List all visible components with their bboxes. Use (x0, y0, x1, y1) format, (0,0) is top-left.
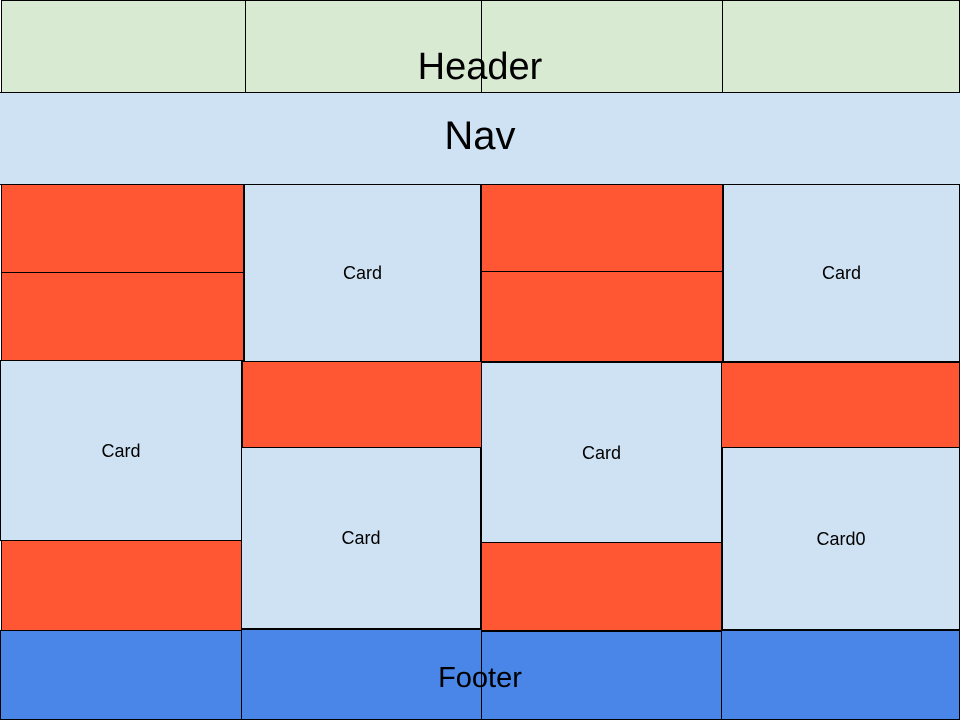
card: Card0 (722, 447, 960, 630)
card: Card (481, 362, 722, 543)
card-label: Card (821, 263, 861, 283)
filler-block (721, 362, 960, 448)
filler-block (481, 542, 722, 631)
header-segment (245, 0, 482, 93)
card-label: Card (341, 528, 381, 548)
header-segment (1, 0, 246, 93)
header-segment (722, 0, 960, 93)
card: Card (723, 184, 960, 362)
filler-block (481, 184, 723, 272)
filler-block (481, 271, 723, 362)
filler-block (1, 272, 244, 361)
card: Card (244, 184, 481, 362)
card-label: Card0 (816, 528, 866, 549)
card: Card (241, 447, 481, 629)
card-label: Card (581, 442, 621, 463)
nav-label: Nav (444, 114, 516, 158)
filler-block (1, 540, 242, 631)
card-label: Card (342, 263, 382, 283)
footer-label: Footer (438, 662, 522, 694)
header-label: Header (417, 46, 543, 88)
nav-bar (0, 92, 960, 185)
filler-block (1, 184, 244, 273)
card: Card (0, 360, 242, 541)
card-label: Card (101, 440, 141, 461)
filler-block (242, 361, 482, 448)
